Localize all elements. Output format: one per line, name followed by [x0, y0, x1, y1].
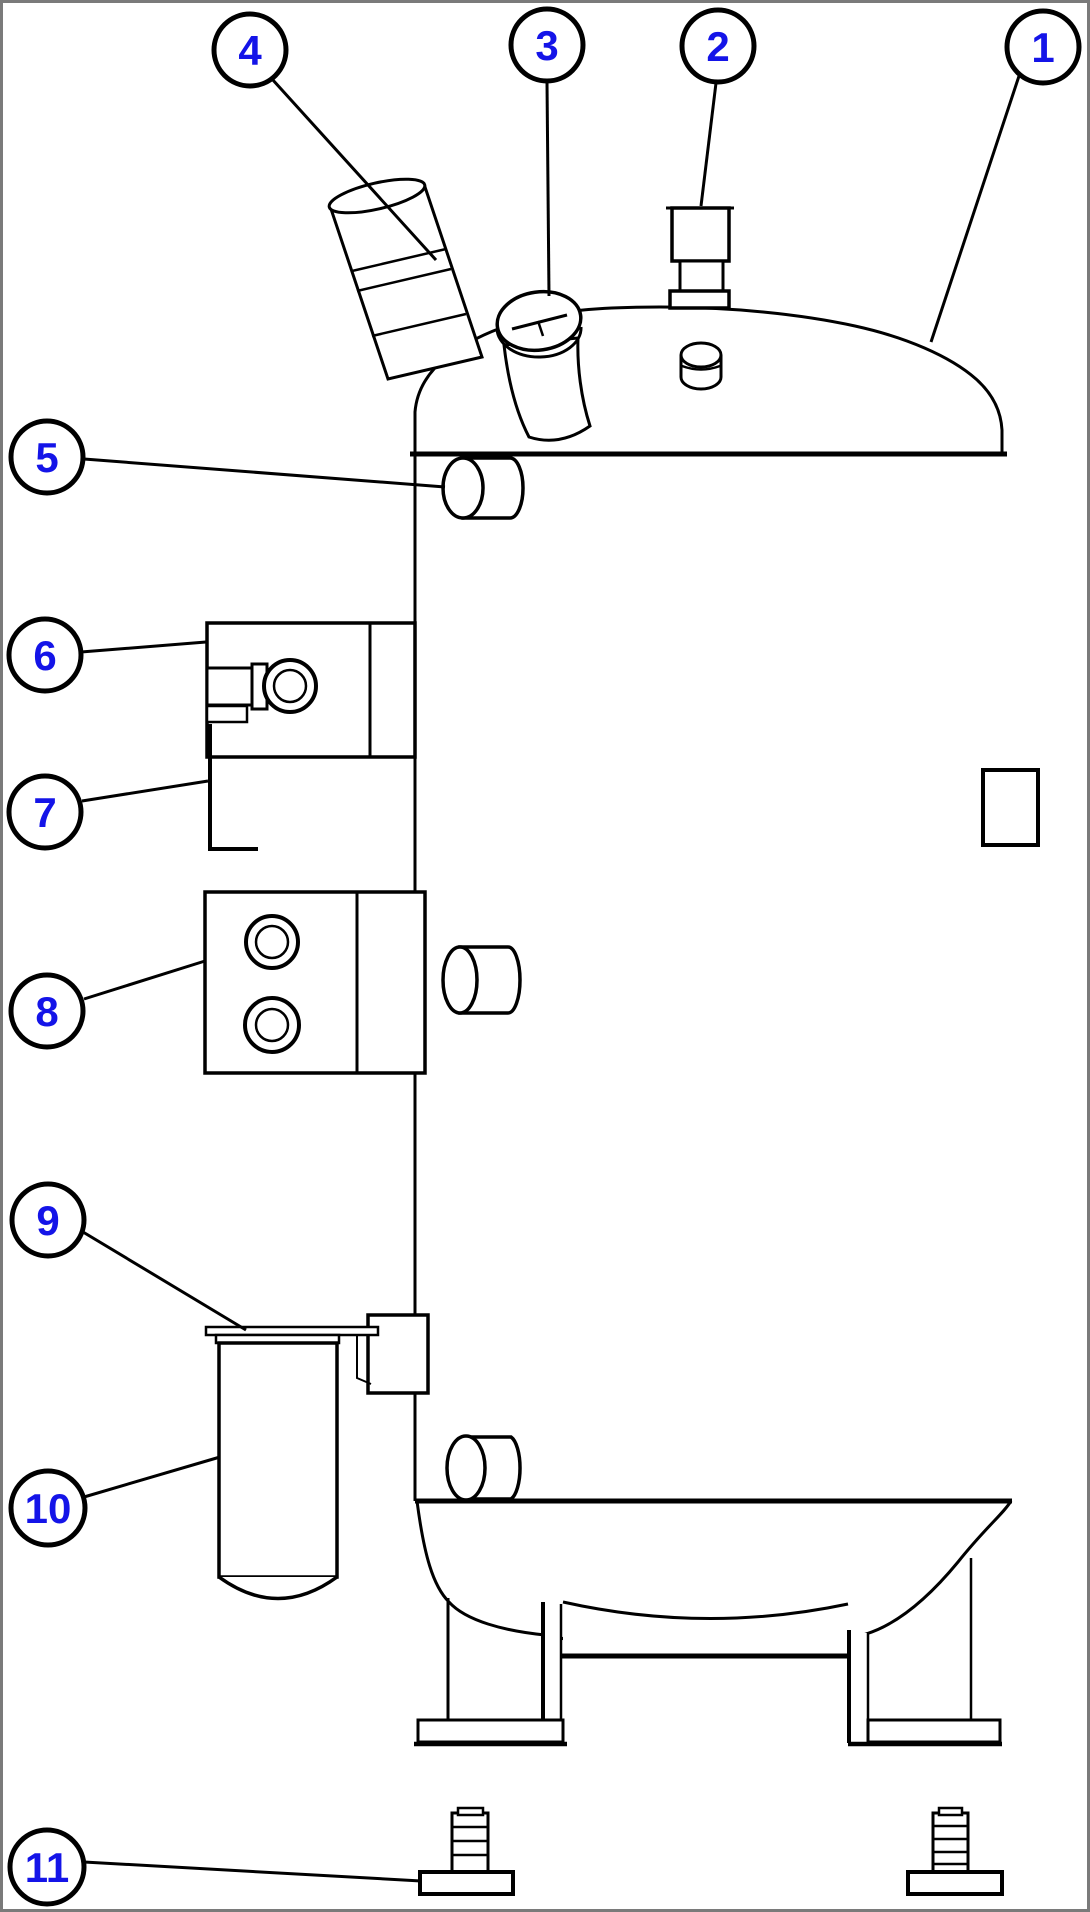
bolt-cap — [937, 1806, 964, 1817]
bolt-cap — [456, 1806, 485, 1817]
callout-5-circle — [8, 418, 86, 496]
bolt-stud — [450, 1811, 490, 1874]
left-leg-flange-fill — [544, 1604, 561, 1719]
leader-8 — [83, 959, 206, 1001]
upper-valve-block — [205, 621, 417, 759]
leader-7 — [81, 779, 209, 803]
callout-7-circle — [6, 773, 84, 851]
callout-6[interactable]: 6 — [6, 616, 84, 694]
port8-face — [441, 945, 479, 1015]
upper-port-cylinder — [441, 456, 525, 520]
fitting-head — [670, 206, 731, 263]
callout-1[interactable]: 1 — [1004, 8, 1082, 86]
callout-8-circle — [8, 972, 86, 1050]
callout-8[interactable]: 8 — [8, 972, 86, 1050]
lower-port-cylinder — [445, 1434, 522, 1502]
dome-stub — [679, 341, 723, 391]
callout-10-circle — [8, 1468, 88, 1548]
callout-5-number: 5 — [35, 434, 58, 481]
leader-5 — [83, 457, 446, 489]
filter-canister — [217, 1341, 339, 1579]
cap-lower-rim — [495, 326, 583, 359]
callout-6-circle — [6, 616, 84, 694]
callout-11[interactable]: 11 — [7, 1827, 87, 1907]
mounting-bolt-right — [906, 1806, 1004, 1896]
callout-4-number: 4 — [238, 27, 262, 74]
bolt-plate — [418, 1870, 515, 1896]
bolt-plate — [906, 1870, 1004, 1896]
callout-11-circle — [7, 1827, 87, 1907]
callout-10-number: 10 — [25, 1485, 72, 1532]
top-fitting — [666, 206, 734, 310]
callout-2-circle — [679, 7, 757, 85]
callout-1-circle — [1004, 8, 1082, 86]
callout-4-circle — [211, 11, 289, 89]
right-foot — [866, 1718, 1002, 1744]
stub-chord — [681, 364, 721, 371]
leader-3 — [545, 81, 551, 297]
filler-cap — [495, 289, 592, 442]
callout-1-number: 1 — [1031, 24, 1054, 71]
inlet-hose — [327, 177, 484, 381]
mounting-pad — [981, 768, 1040, 847]
cap-slot-tick — [536, 320, 545, 337]
callout-2-number: 2 — [706, 23, 729, 70]
port-low-face — [445, 1434, 487, 1502]
block6-nipple — [205, 666, 254, 707]
leader-9 — [82, 1230, 247, 1332]
leader-4 — [270, 77, 438, 262]
stub-rim — [679, 341, 723, 369]
fitting-flange — [668, 289, 731, 310]
fitting-neck — [678, 259, 725, 293]
callout-7-number: 7 — [33, 789, 56, 836]
block6-step — [205, 704, 249, 724]
right-leg-fill — [850, 1633, 868, 1719]
callout-8-number: 8 — [35, 988, 58, 1035]
hose-band-3 — [371, 312, 467, 338]
callout-9-circle — [9, 1181, 87, 1259]
callouts: 1 2 3 4 5 6 7 8 — [6, 6, 1082, 1907]
bolt-threads — [933, 1824, 968, 1866]
mounting-bolt-left — [418, 1806, 515, 1896]
callout-11-number: 11 — [25, 1844, 69, 1891]
leader-lines — [80, 72, 1022, 1883]
leader-2 — [699, 82, 718, 207]
callout-7[interactable]: 7 — [6, 773, 84, 851]
dish-far-rim — [562, 1600, 849, 1620]
mounting-bracket — [208, 724, 258, 851]
callout-3[interactable]: 3 — [508, 6, 586, 84]
leader-6 — [80, 640, 207, 654]
block8-port1-inner — [254, 924, 290, 960]
filter-canister-bottom — [217, 1575, 339, 1601]
tank-assembly — [410, 305, 1040, 1747]
port5-face — [441, 456, 485, 520]
bolt-threads — [452, 1825, 488, 1857]
block8-body — [203, 890, 427, 1075]
cap-neck — [502, 336, 592, 442]
block8-port2-inner — [254, 1007, 290, 1043]
callout-2[interactable]: 2 — [679, 7, 757, 85]
callout-9-number: 9 — [36, 1197, 59, 1244]
callout-3-number: 3 — [535, 22, 558, 69]
block6-port-inner — [272, 668, 308, 704]
filter-head-bracket — [356, 1336, 372, 1385]
dish-far-rim-mask — [563, 1602, 848, 1650]
callout-5[interactable]: 5 — [8, 418, 86, 496]
callout-10[interactable]: 10 — [8, 1468, 88, 1548]
callout-9[interactable]: 9 — [9, 1181, 87, 1259]
leader-10 — [83, 1455, 221, 1499]
callout-6-number: 6 — [33, 632, 56, 679]
callout-4[interactable]: 4 — [211, 11, 289, 89]
filter-assembly — [204, 1313, 430, 1601]
side-port-cylinder — [441, 945, 522, 1015]
hose-band-2 — [356, 267, 452, 293]
left-foot — [416, 1718, 565, 1744]
callout-3-circle — [508, 6, 586, 84]
leader-1 — [929, 72, 1022, 343]
leader-11 — [83, 1860, 422, 1883]
lower-valve-block — [203, 890, 427, 1075]
